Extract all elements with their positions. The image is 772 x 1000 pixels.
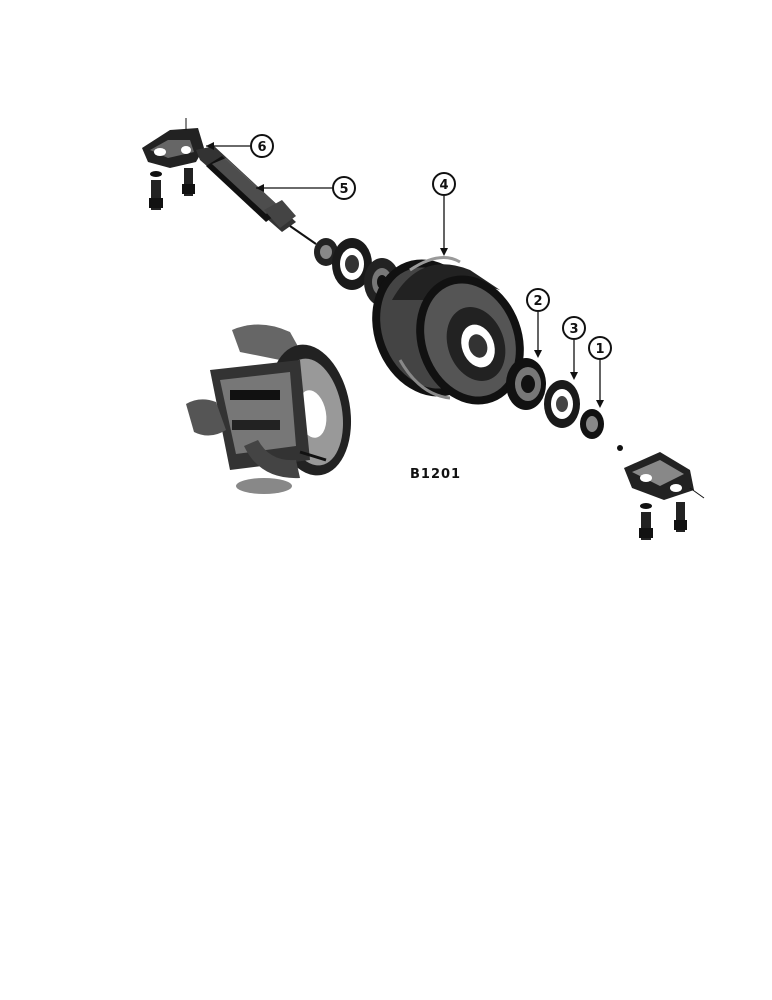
retaining-nut: [580, 409, 623, 451]
svg-text:1: 1: [595, 342, 604, 357]
right-mounting-bracket: [624, 452, 705, 500]
svg-text:6: 6: [257, 140, 266, 155]
svg-text:3: 3: [569, 322, 578, 337]
svg-text:2: 2: [533, 294, 542, 309]
right-bracket-bolts: [639, 502, 687, 540]
svg-text:4: 4: [439, 178, 448, 193]
callout-4: 4: [432, 172, 456, 196]
left-bracket-bolts: [149, 168, 195, 210]
callout-2: 2: [526, 288, 550, 312]
cutaway-assembly-view: [186, 324, 352, 494]
svg-text:5: 5: [339, 182, 348, 197]
callout-5: 5: [332, 176, 356, 200]
left-mounting-bracket: [142, 118, 204, 168]
track-roller-wheel: [372, 256, 524, 405]
right-bearing: [506, 358, 546, 410]
callout-3: 3: [562, 316, 586, 340]
callout-6: 6: [250, 134, 274, 158]
roller-shaft: [196, 146, 317, 245]
bearing-cup: [544, 380, 580, 428]
leader-arrowheads: [206, 142, 604, 408]
callout-1: 1: [588, 336, 612, 360]
figure-code-label: B1201: [410, 467, 461, 482]
left-bearing-assembly: [314, 238, 400, 306]
